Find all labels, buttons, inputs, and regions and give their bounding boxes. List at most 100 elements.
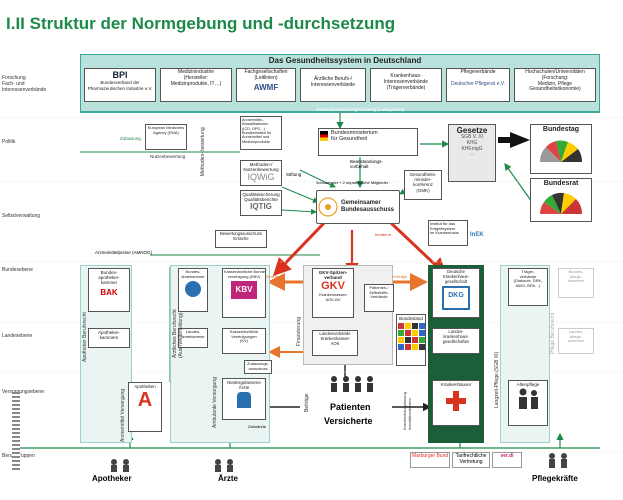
zulassung-label: Zulassung — [120, 136, 141, 141]
iqtig-logo: IQTIG — [250, 202, 272, 212]
gba-logo-icon — [318, 197, 338, 217]
beanstandung-label: Beanstandungs- vorbehalt — [350, 159, 383, 169]
patienten-label: Patienten — [330, 402, 371, 412]
row-label-landesebene: Landesebene — [2, 333, 33, 339]
awmf-logo: AWMF — [253, 82, 279, 92]
bundeslaender-label: Bundesland — [399, 316, 423, 321]
landesverbaende-box: Landesverbände Krankenkassen AOK — [312, 330, 358, 356]
top-box-pflegeverbaende-text: Pflegeverbände — [460, 69, 496, 75]
langzeitpflege-label: Langzeit-Pflege (SGB XI) — [494, 351, 500, 408]
aerztliches-beruf-label: Ärztliches Berufsrecht (Aus-/Weiterbildu… — [172, 309, 184, 358]
bundestag-label: Bundestag — [542, 126, 580, 133]
marburger-bund-box: Marburger Bund — [410, 452, 450, 468]
gkv-label: GKV-Spitzen- verband — [318, 270, 348, 281]
bmg-box: Bundesministerium für Gesundheit — [318, 128, 418, 156]
aerzte-label: Ärzte — [218, 474, 239, 483]
bfarm-box: Arzneimittel-, Klassifikationen (ICD, OP… — [240, 116, 282, 150]
doctor-icon — [237, 392, 251, 409]
landespflege-box: Landes- pflege- kammern — [558, 328, 594, 354]
dkg-box: Deutsche Krankenhaus- gesellschaft DKG — [432, 268, 480, 318]
krankenhaeuser-label: Krankenhäuser — [440, 382, 472, 387]
iqwig-box-label: Methoden-/ Nutzenbewertung — [243, 162, 279, 173]
finanzierung-label: Finanzierung — [296, 317, 302, 346]
apotheken-box: Apotheken A — [128, 382, 162, 432]
zahnaerzte-label: Zahnärzte — [248, 424, 267, 429]
methoden-label: Methoden- bewertung — [200, 127, 206, 176]
bmg-label: Bundesministerium für Gesundheit — [331, 130, 378, 143]
diagram-title: Das Gesundheitssystem in Deutschland — [268, 56, 422, 65]
versicherte-label: Versicherte — [324, 416, 373, 426]
coat-of-arms-grid — [397, 323, 425, 351]
bundesaerzte-label: Bundes- ärztekammer — [181, 269, 205, 279]
inek-logo: InEK — [470, 232, 484, 238]
top-box-pflegeverbaende: Pflegeverbände Deutscher Pflegerat e.V. — [446, 68, 510, 102]
stiftung-label: Stiftung — [286, 172, 302, 177]
bundestag-pie-icon — [539, 140, 583, 163]
bundesrat-pie-icon — [540, 192, 583, 215]
gesetze-box: Gesetze SGB V, XI KHG KHEntgG … — [448, 124, 496, 182]
inek-label: Institut für das Entgeltsystem im Kranke… — [430, 221, 459, 236]
niedergelassene-label: Niedergelassene Ärzte — [227, 380, 261, 391]
iqwig-box: Methoden-/ Nutzenbewertung IQWiG — [240, 160, 282, 186]
gmk-box: Gesundheits- minister- konferenz (GMK) — [404, 170, 442, 200]
apotheke-a-icon: A — [137, 389, 153, 412]
top-box-fachgesellschaften: Fachgesellschaften (Leitlinien) AWMF — [236, 68, 296, 102]
dkg-label: Deutsche Krankenhaus- gesellschaft — [442, 269, 470, 284]
stationaere-versorgung-label: Stationäre Versorgung — [486, 342, 492, 392]
krankenkassen-bund-label: Krankenkassen AOK-BV — [319, 291, 347, 302]
row-label-selbstverwaltung: Selbstverwaltung — [2, 213, 41, 219]
landeskh-box: Landes- krankenhaus- gesellschaften — [432, 328, 480, 354]
arzneimittelpreise-label: Arzneimittelpreise (AMNOG) — [95, 250, 153, 255]
gesetze-label: Gesetze — [456, 126, 488, 135]
row-label-forschung: Forschung Fach- und Interessenverbände — [2, 75, 47, 93]
apotheker-beruf-label: Apotheker Berufsrecht — [82, 312, 88, 362]
vertraege-right-label: Verträge — [392, 274, 408, 279]
bundeslaender-box: Bundesland — [396, 314, 426, 366]
beratend-label: beratend — [375, 232, 391, 237]
flag-icon — [320, 131, 328, 142]
patients-icon — [326, 374, 376, 392]
apothekerkammern-box: Apotheker- kammern — [88, 328, 130, 348]
tarif-box: Tarifrechtliche Vertretung — [452, 452, 490, 468]
arzneimittel-versorgung-label: Arzneimittel Versorgung — [120, 388, 126, 442]
altenpflege-label: Altenpflege — [516, 382, 540, 387]
apotheken-label: Apotheken — [134, 384, 156, 389]
bundestag-box: Bundestag — [530, 124, 592, 174]
row-label-versorgungsebene: Versorgungsebene — [2, 389, 44, 395]
inek-box: Institut für das Entgeltsystem im Kranke… — [428, 220, 468, 246]
top-box-medizinindustrie: Medizinindustrie (Hersteller: Medizinpro… — [160, 68, 232, 102]
gkv-logo: GKV — [321, 280, 345, 293]
bak-logo: BAK — [100, 287, 118, 297]
traegerverbaende-box: Träger- verbände (Diakonie, DRK, AWO, BP… — [508, 268, 548, 306]
apotheker-label: Apotheker — [92, 474, 132, 483]
bundesapotheker-box: Bundes- apotheker- kammer BAK — [88, 268, 130, 312]
vertraege-left-label: Verträge — [266, 274, 282, 279]
page-title: I.II Struktur der Normgebung und -durchs… — [6, 14, 396, 33]
dkg-logo: DKG — [442, 286, 470, 311]
top-box-bpi: BPI Bundesverband der Pharmazeutischen I… — [84, 68, 156, 102]
kv-box: Kassenärztliche Vereinigungen (KV) — [222, 328, 266, 354]
bundesrat-label: Bundesrat — [543, 180, 579, 187]
beitraege-label: Beiträge — [304, 393, 310, 412]
gkv-spitzenverband-box: GKV-Spitzen- verband GKV Krankenkassen A… — [312, 268, 354, 318]
health-system-diagram: Das Gesundheitssystem in Deutschland For… — [0, 52, 623, 500]
bundesapotheker-label: Bundes- apotheker- kammer — [98, 270, 120, 286]
landesaerzte-box: Landes- ärztekammer — [178, 328, 208, 348]
iqtig-box: Qualitätssicherung Qualitätsberichte IQT… — [240, 190, 282, 216]
altenpflege-box: Altenpflege — [508, 380, 548, 426]
baek-logo-icon — [185, 281, 201, 298]
ambulante-versorgung-label: Ambulante Versorgung — [212, 377, 218, 428]
aerzte-people-icon — [210, 458, 240, 472]
left-scale-strip — [12, 392, 20, 472]
nutzenbewertung-label: Nutzenbewertung — [150, 154, 186, 159]
landesplanung-label: Krankenhausplanung Investitionskosten — [402, 392, 412, 430]
top-box-krankenhaus-verbaende: Krankenhaus- Interessenverbände (Trägerv… — [370, 68, 442, 102]
patienten-verbaende-box: Patienten-/ Selbsthilfe- Verbände — [364, 284, 394, 312]
hospital-cross-icon — [446, 391, 466, 412]
gba-box: Gemeinsamer Bundesausschuss — [316, 190, 400, 224]
apotheker-people-icon — [106, 458, 136, 472]
top-box-bpi-text: Bundesverband der Pharmazeutischen Indus… — [87, 80, 153, 91]
bundesrat-box: Bundesrat — [530, 178, 592, 222]
row-label-politik: Politik — [2, 139, 16, 145]
kbv-box: Kassenärztliche Bundes- vereinigung (KBV… — [222, 268, 266, 318]
